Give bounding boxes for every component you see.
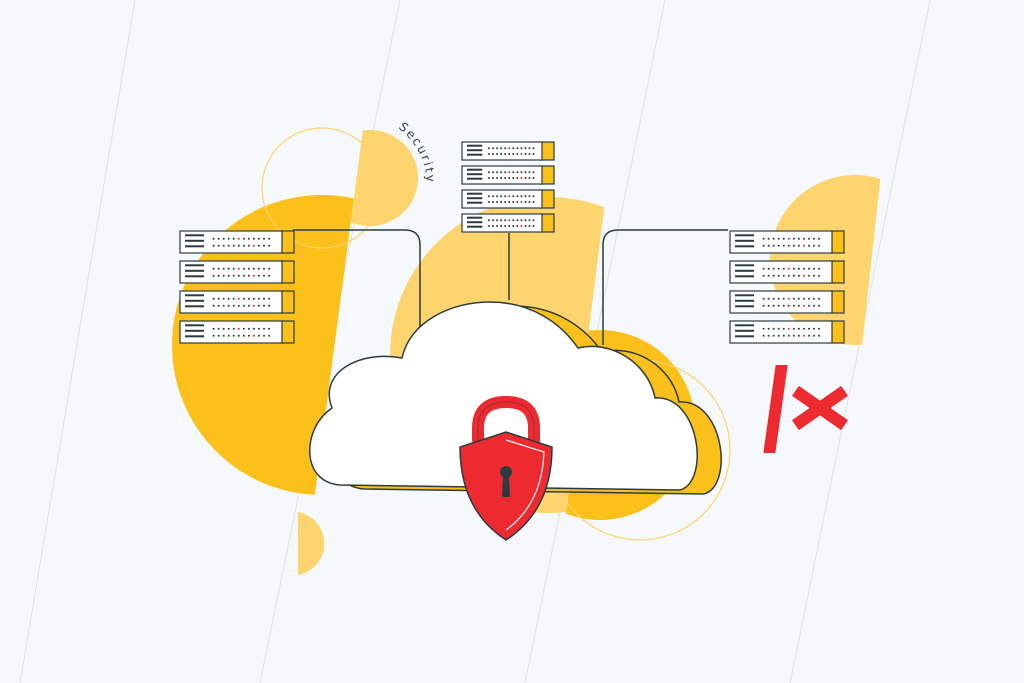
asterisk-icon — [763, 365, 849, 453]
decor-small-half-circle — [298, 512, 325, 575]
server-rack-icon — [729, 290, 845, 314]
server-rack-icon — [179, 290, 295, 314]
server-rack-icon — [729, 260, 845, 284]
server-stack-top — [461, 141, 555, 233]
connector-lines — [293, 229, 728, 345]
cloud-icon — [309, 301, 722, 495]
server-rack-icon — [179, 320, 295, 344]
server-rack-icon — [461, 141, 555, 161]
server-rack-icon — [461, 165, 555, 185]
decor-ring-top — [261, 127, 383, 249]
server-stack-right — [729, 230, 845, 344]
server-rack-icon — [461, 213, 555, 233]
padlock-icon — [459, 395, 553, 541]
server-rack-icon — [179, 230, 295, 254]
server-stack-left — [179, 230, 295, 344]
server-rack-icon — [179, 260, 295, 284]
server-rack-icon — [729, 230, 845, 254]
server-rack-icon — [461, 189, 555, 209]
server-rack-icon — [729, 320, 845, 344]
